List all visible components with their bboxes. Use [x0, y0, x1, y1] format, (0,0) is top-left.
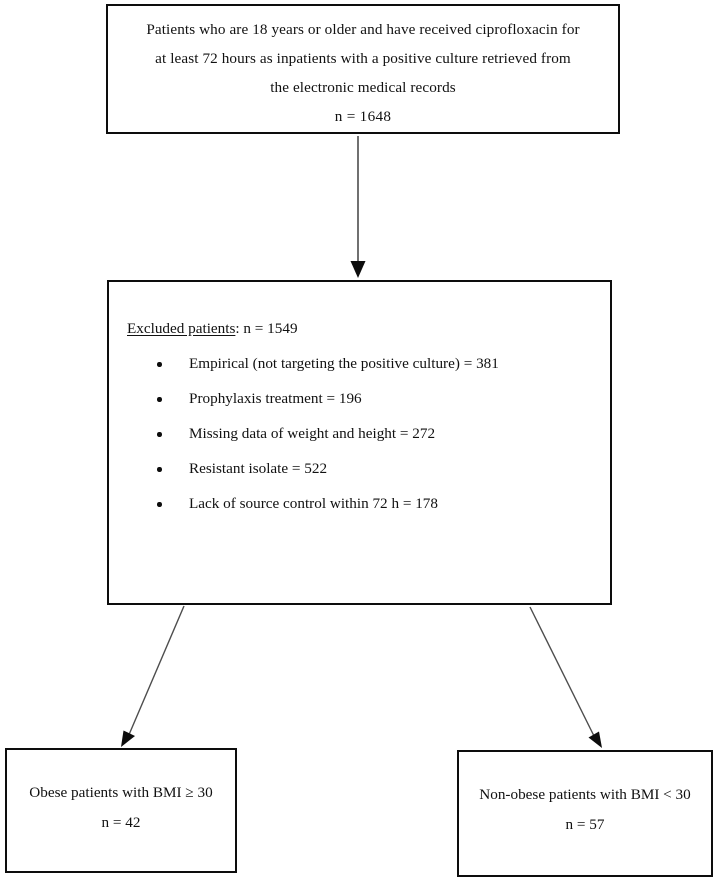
arrow-enrollment-to-excluded: [350, 136, 366, 278]
excluded-reasons-list: Empirical (not targeting the positive cu…: [127, 353, 592, 514]
excluded-reason-text: Missing data of weight and height = 272: [189, 425, 436, 442]
obese-count: n = 42: [101, 814, 141, 831]
list-item: Resistant isolate = 522: [127, 458, 592, 479]
excluded-heading-underlined: Excluded patients: [127, 320, 236, 337]
bullet-icon: [157, 432, 162, 437]
enrollment-line-3: the electronic medical records: [270, 79, 456, 96]
non-obese-count: n = 57: [565, 816, 605, 833]
excluded-heading-count: : n = 1549: [235, 320, 298, 337]
bullet-icon: [157, 467, 162, 472]
excluded-reason-text: Lack of source control within 72 h = 178: [189, 495, 438, 512]
enrollment-line-1: Patients who are 18 years or older and h…: [146, 21, 580, 38]
bullet-icon: [157, 397, 162, 402]
enrollment-line-2: at least 72 hours as inpatients with a p…: [155, 50, 571, 67]
enrollment-count: n = 1648: [334, 108, 392, 125]
obese-title: Obese patients with BMI ≥ 30: [29, 784, 213, 801]
excluded-heading: Excluded patients: n = 1549: [127, 318, 592, 340]
list-item: Missing data of weight and height = 272: [127, 423, 592, 444]
obese-patients-box: Obese patients with BMI ≥ 30 n = 42: [5, 748, 237, 873]
excluded-patients-box: Excluded patients: n = 1549 Empirical (n…: [107, 280, 612, 605]
list-item: Prophylaxis treatment = 196: [127, 388, 592, 409]
enrollment-box: Patients who are 18 years or older and h…: [106, 4, 620, 134]
bullet-icon: [157, 362, 162, 367]
list-item: Lack of source control within 72 h = 178: [127, 493, 592, 514]
excluded-reason-text: Prophylaxis treatment = 196: [189, 390, 362, 407]
non-obese-title: Non-obese patients with BMI < 30: [479, 786, 691, 803]
excluded-reason-text: Empirical (not targeting the positive cu…: [189, 355, 499, 372]
list-item: Empirical (not targeting the positive cu…: [127, 353, 592, 374]
arrow-excluded-to-obese: [121, 605, 185, 747]
excluded-reason-text: Resistant isolate = 522: [189, 460, 328, 477]
non-obese-patients-box: Non-obese patients with BMI < 30 n = 57: [457, 750, 713, 877]
bullet-icon: [157, 502, 162, 507]
arrow-excluded-to-non-obese: [529, 606, 602, 748]
